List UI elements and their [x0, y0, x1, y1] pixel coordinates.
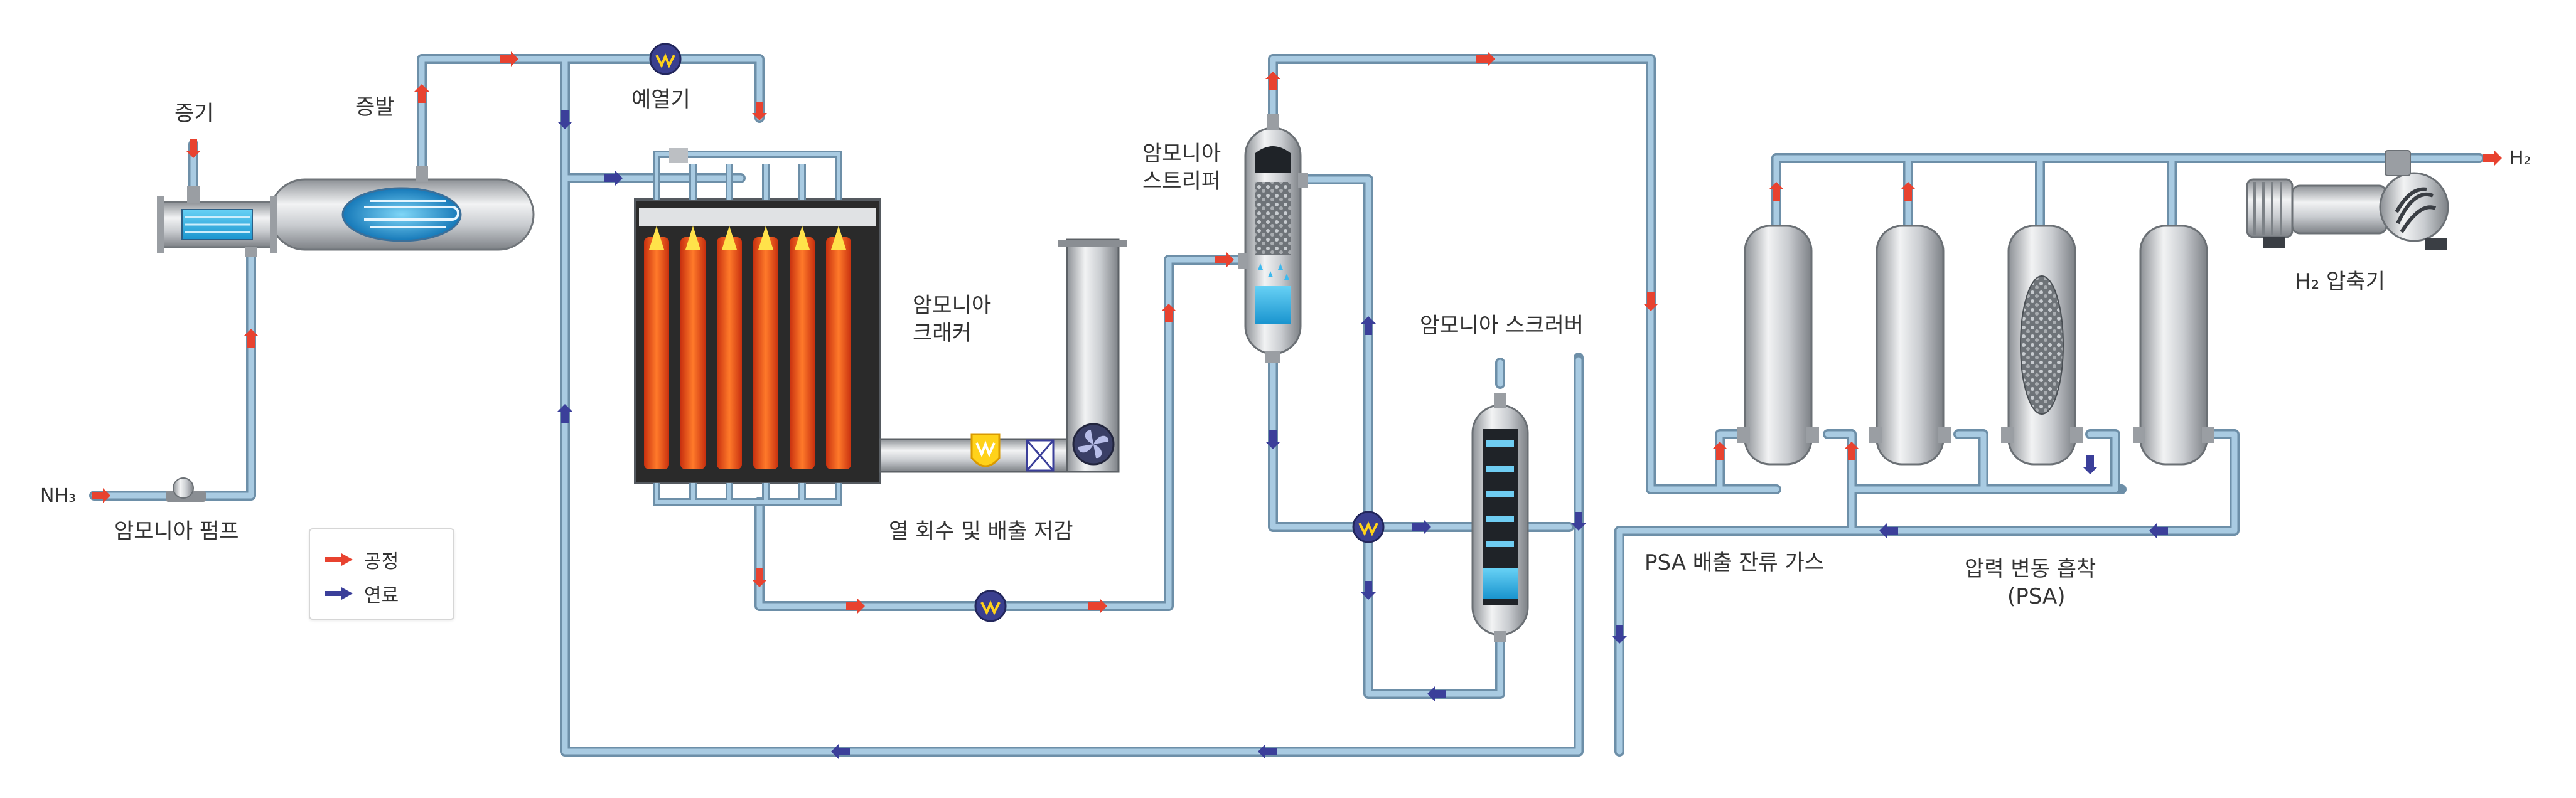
label-stripper-line1: 암모니아	[1142, 141, 1221, 166]
psa-vessel	[2133, 225, 2214, 466]
label-scrubber: 암모니아 스크러버	[1420, 313, 1584, 338]
label-cracker-line1: 암모니아	[913, 293, 991, 318]
fan-icon	[1072, 423, 1115, 466]
label-steam: 증기	[174, 101, 214, 126]
flue-duct	[879, 238, 1127, 473]
cracker-tubes	[644, 237, 851, 469]
heat-exchanger-icon	[970, 433, 1001, 467]
label-heat-recovery: 열 회수 및 배출 저감	[889, 519, 1073, 544]
psa-vessel	[1737, 225, 1819, 466]
legend-item-process: 공정	[325, 546, 399, 573]
label-preheater: 예열기	[631, 87, 690, 112]
legend: 공정 연료	[309, 528, 454, 620]
label-nh3-feed: NH₃	[40, 485, 76, 507]
process-arrow-icon	[325, 553, 353, 566]
label-stripper-line2: 스트리퍼	[1142, 169, 1221, 194]
compressor-icon	[2246, 150, 2449, 250]
heat-exchanger-icon	[1352, 511, 1385, 543]
psa-vessels	[1737, 225, 2214, 466]
psa-vessel	[1869, 225, 1951, 466]
ammonia-stripper	[1238, 114, 1308, 363]
label-psa-line2: (PSA)	[2007, 584, 2066, 609]
legend-label-process: 공정	[364, 551, 399, 573]
legend-label-fuel: 연료	[364, 585, 399, 607]
valve-icon	[1026, 439, 1055, 472]
ammonia-cracker	[634, 148, 881, 506]
diagram-labels: 증기 증발 예열기 NH₃ 암모니아 펌프 암모니아 크래커 열 회수 및 배출…	[40, 87, 2531, 609]
pump-icon	[166, 477, 206, 502]
heat-exchanger-icon	[649, 43, 682, 75]
label-psa-offgas: PSA 배출 잔류 가스	[1645, 550, 1824, 575]
label-h2-out: H₂	[2509, 147, 2531, 169]
ammonia-scrubber	[1471, 393, 1529, 642]
heat-exchanger-icon	[974, 590, 1007, 622]
evaporator	[157, 166, 535, 257]
label-evaporation: 증발	[355, 95, 395, 120]
label-cracker-line2: 크래커	[913, 321, 972, 346]
legend-item-fuel: 연료	[325, 580, 399, 607]
label-ammonia-pump: 암모니아 펌프	[114, 519, 239, 544]
fuel-arrow-icon	[325, 587, 353, 600]
label-psa-line1: 압력 변동 흡착	[1965, 556, 2096, 582]
psa-vessel	[2001, 225, 2083, 466]
label-h2-compressor: H₂ 압축기	[2295, 269, 2385, 294]
